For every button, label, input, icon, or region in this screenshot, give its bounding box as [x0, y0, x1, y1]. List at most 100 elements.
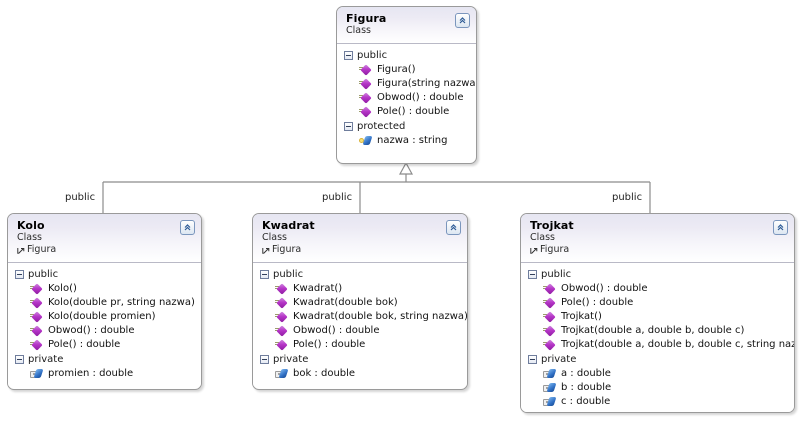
class-header-trojkat: Trojkat Class Figura — [521, 214, 794, 263]
member-row[interactable]: Kwadrat(double bok) — [253, 296, 467, 310]
section-header-public[interactable]: public — [253, 267, 467, 282]
member-row[interactable]: a : double — [521, 367, 794, 381]
class-name: Figura — [346, 12, 387, 25]
member-row[interactable]: bok : double — [253, 367, 467, 381]
member-row[interactable]: Obwod() : double — [337, 91, 476, 105]
member-label: Kwadrat(double bok, string nazwa) — [293, 311, 468, 322]
member-row[interactable]: Trojkat() — [521, 310, 794, 324]
section-label: private — [28, 354, 64, 365]
section-header-protected[interactable]: protected — [337, 119, 476, 134]
class-header-kwadrat: Kwadrat Class Figura — [253, 214, 467, 263]
member-row[interactable]: Figura() — [337, 63, 476, 77]
class-body-kwadrat: public Kwadrat() Kwadrat(double bok) Kwa… — [253, 263, 467, 386]
member-label: Pole() : double — [377, 106, 450, 117]
method-icon — [359, 63, 372, 76]
minus-box-icon[interactable] — [528, 355, 537, 364]
minus-box-icon[interactable] — [260, 355, 269, 364]
section-header-public[interactable]: public — [521, 267, 794, 282]
section-header-public[interactable]: public — [337, 48, 476, 63]
minus-box-icon[interactable] — [344, 51, 353, 60]
member-label: Trojkat() — [561, 311, 602, 322]
method-icon — [359, 91, 372, 104]
member-row[interactable]: Obwod() : double — [8, 324, 201, 338]
member-row[interactable]: Obwod() : double — [521, 282, 794, 296]
member-row[interactable]: Kolo(double promien) — [8, 310, 201, 324]
method-icon — [275, 310, 288, 323]
protected-field-icon — [359, 135, 373, 147]
chevron-up-icon[interactable] — [773, 220, 788, 235]
section-header-private[interactable]: private — [521, 352, 794, 367]
member-row[interactable]: Trojkat(double a, double b, double c, st… — [521, 338, 794, 352]
section-label: private — [541, 354, 577, 365]
section-label: private — [273, 354, 309, 365]
class-body-kolo: public Kolo() Kolo(double pr, string naz… — [8, 263, 201, 386]
chevron-up-icon[interactable] — [455, 13, 470, 28]
section-label: public — [273, 269, 304, 280]
class-box-trojkat[interactable]: Trojkat Class Figura public — [520, 213, 795, 413]
section-header-public[interactable]: public — [8, 267, 201, 282]
member-row[interactable]: c : double — [521, 395, 794, 409]
member-label: Figura(string nazwa) — [377, 78, 477, 89]
section-label: public — [357, 50, 388, 61]
class-header-figura: Figura Class — [337, 7, 476, 44]
minus-box-icon[interactable] — [260, 270, 269, 279]
member-label: b : double — [561, 382, 612, 393]
method-icon — [30, 282, 43, 295]
section-header-private[interactable]: private — [8, 352, 201, 367]
member-row[interactable]: Trojkat(double a, double b, double c) — [521, 324, 794, 338]
method-icon — [30, 310, 43, 323]
minus-box-icon[interactable] — [344, 122, 353, 131]
member-label: Pole() : double — [48, 339, 121, 350]
private-field-icon — [543, 382, 557, 394]
member-row[interactable]: Kwadrat(double bok, string nazwa) — [253, 310, 467, 324]
member-label: Obwod() : double — [293, 325, 380, 336]
member-label: Kolo() — [48, 283, 77, 294]
class-stereotype: Class — [262, 232, 287, 243]
method-icon — [359, 77, 372, 90]
member-row[interactable]: Figura(string nazwa) — [337, 77, 476, 91]
chevron-up-icon[interactable] — [180, 220, 195, 235]
member-label: Trojkat(double a, double b, double c, st… — [561, 339, 795, 350]
minus-box-icon[interactable] — [15, 270, 24, 279]
minus-box-icon[interactable] — [15, 355, 24, 364]
relationship-label-kolo: public — [63, 192, 98, 203]
class-box-kolo[interactable]: Kolo Class Figura public — [7, 213, 202, 390]
class-name: Kolo — [17, 219, 45, 232]
member-row[interactable]: nazwa : string — [337, 134, 476, 148]
relationship-label-trojkat: public — [610, 192, 645, 203]
member-label: Trojkat(double a, double b, double c) — [561, 325, 745, 336]
member-label: Pole() : double — [561, 297, 634, 308]
class-box-figura[interactable]: Figura Class public Figura() Figura(stri… — [336, 6, 477, 164]
member-row[interactable]: Kolo() — [8, 282, 201, 296]
member-row[interactable]: Obwod() : double — [253, 324, 467, 338]
member-label: c : double — [561, 396, 611, 407]
member-row[interactable]: promien : double — [8, 367, 201, 381]
class-body-figura: public Figura() Figura(string nazwa) Obw… — [337, 44, 476, 153]
method-icon — [359, 105, 372, 118]
section-header-private[interactable]: private — [253, 352, 467, 367]
class-name: Kwadrat — [262, 219, 315, 232]
member-label: bok : double — [293, 368, 356, 379]
base-class-row: Figura — [262, 244, 459, 256]
member-row[interactable]: Pole() : double — [337, 105, 476, 119]
method-icon — [275, 338, 288, 351]
method-icon — [543, 296, 556, 309]
minus-box-icon[interactable] — [528, 270, 537, 279]
member-row[interactable]: Kolo(double pr, string nazwa) — [8, 296, 201, 310]
private-field-icon — [543, 396, 557, 408]
member-label: Kolo(double promien) — [48, 311, 156, 322]
method-icon — [543, 282, 556, 295]
class-header-kolo: Kolo Class Figura — [8, 214, 201, 263]
member-row[interactable]: Pole() : double — [521, 296, 794, 310]
member-row[interactable]: Pole() : double — [8, 338, 201, 352]
member-row[interactable]: Kwadrat() — [253, 282, 467, 296]
class-box-kwadrat[interactable]: Kwadrat Class Figura public — [252, 213, 468, 390]
member-row[interactable]: Pole() : double — [253, 338, 467, 352]
member-label: Kwadrat() — [293, 283, 343, 294]
member-label: Kwadrat(double bok) — [293, 297, 398, 308]
chevron-up-icon[interactable] — [446, 220, 461, 235]
inheritance-triangle — [398, 161, 414, 175]
section-label: public — [541, 269, 572, 280]
member-row[interactable]: b : double — [521, 381, 794, 395]
